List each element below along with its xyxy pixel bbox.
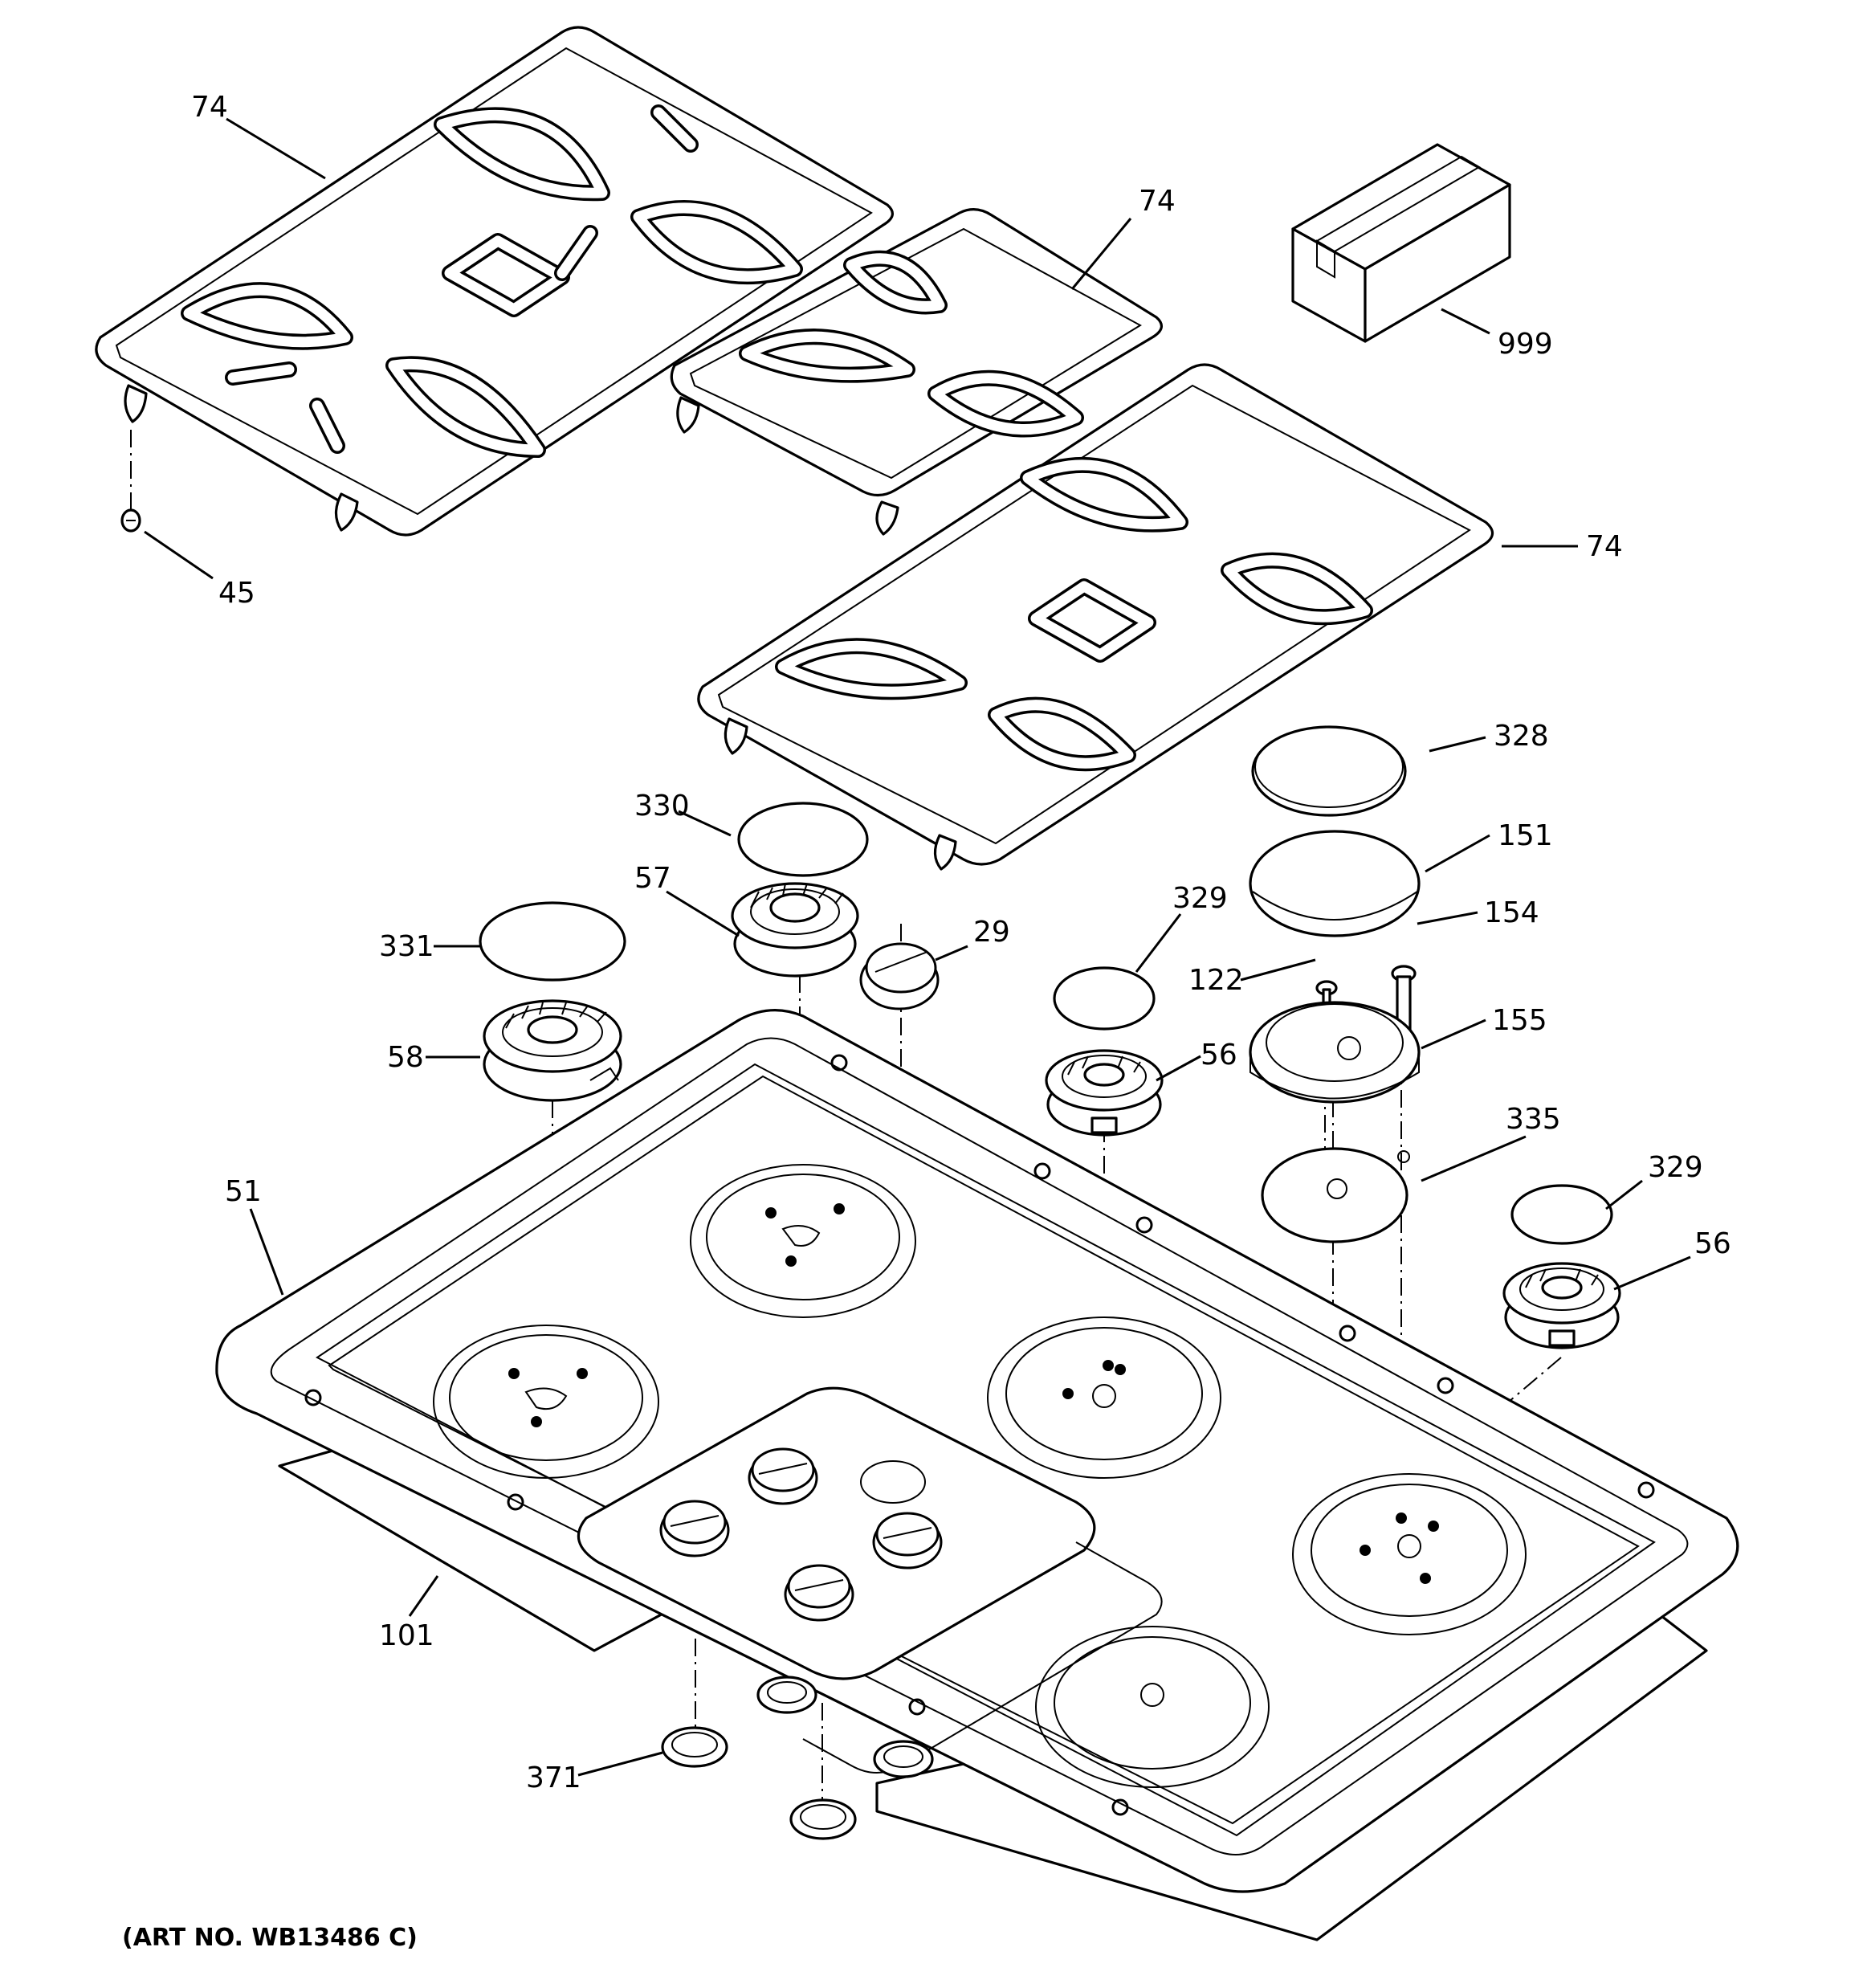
burner-well-front-left (433, 1325, 659, 1479)
leader-lines (144, 117, 1691, 1777)
plate-335 (1261, 1147, 1410, 1243)
callout-51: 51 (225, 1175, 262, 1208)
burner-well-back-right (1292, 1473, 1527, 1635)
callout-56-b: 56 (1694, 1227, 1731, 1260)
burner-cap-329-middle (1053, 966, 1156, 1031)
control-knobs (659, 1447, 943, 1622)
burner-cap-331 (479, 901, 626, 982)
callout-58: 58 (387, 1041, 424, 1074)
burner-well-back-left (690, 1164, 916, 1318)
burner-well-front-right (1035, 1626, 1270, 1788)
cooktop-body (215, 1009, 1739, 1893)
callout-74-c: 74 (1586, 530, 1623, 563)
callout-328: 328 (1494, 720, 1549, 753)
callout-56-a: 56 (1201, 1039, 1237, 1072)
callout-74-b: 74 (1139, 185, 1176, 218)
knob-3 (872, 1512, 943, 1570)
grommets (661, 1676, 934, 1840)
knob-1 (748, 1447, 818, 1505)
grate-right (697, 363, 1494, 871)
callout-155: 155 (1492, 1004, 1547, 1037)
callout-122: 122 (1188, 964, 1244, 997)
callout-335: 335 (1506, 1103, 1561, 1136)
grate-center (670, 208, 1163, 536)
callout-371: 371 (526, 1761, 581, 1794)
callout-329-b: 329 (1648, 1151, 1703, 1184)
screw-45 (120, 508, 141, 533)
burner-head-151 (1249, 830, 1421, 937)
knob-4 (784, 1564, 854, 1622)
art-number: (ART NO. WB13486 C) (122, 1924, 418, 1952)
burner-cap-329-right (1510, 1184, 1613, 1245)
callout-154: 154 (1484, 896, 1539, 929)
knob-2 (659, 1500, 730, 1557)
callout-57: 57 (634, 862, 671, 895)
burner-58 (483, 999, 622, 1102)
burner-57 (731, 882, 859, 978)
burner-56-middle (1045, 1049, 1164, 1137)
burner-cap-330 (737, 802, 869, 877)
callout-29: 29 (973, 916, 1010, 949)
callout-101: 101 (379, 1619, 434, 1652)
callout-329-a: 329 (1172, 882, 1228, 915)
callout-330: 330 (634, 790, 690, 823)
callout-999: 999 (1498, 328, 1553, 361)
parts-box (1291, 143, 1511, 343)
grate-left (95, 26, 894, 537)
burner-56-right (1502, 1262, 1621, 1349)
knob-29 (859, 942, 940, 1010)
callout-151: 151 (1498, 819, 1553, 852)
callout-74-a: 74 (191, 91, 228, 124)
burner-well-center (987, 1316, 1221, 1479)
callout-331: 331 (379, 930, 434, 963)
burner-base-155 (1249, 1001, 1421, 1104)
callout-45: 45 (218, 577, 255, 610)
callout-labels: 74 74 74 999 45 328 330 151 57 154 29 32… (191, 91, 1731, 1794)
burner-cap-328 (1251, 725, 1407, 817)
